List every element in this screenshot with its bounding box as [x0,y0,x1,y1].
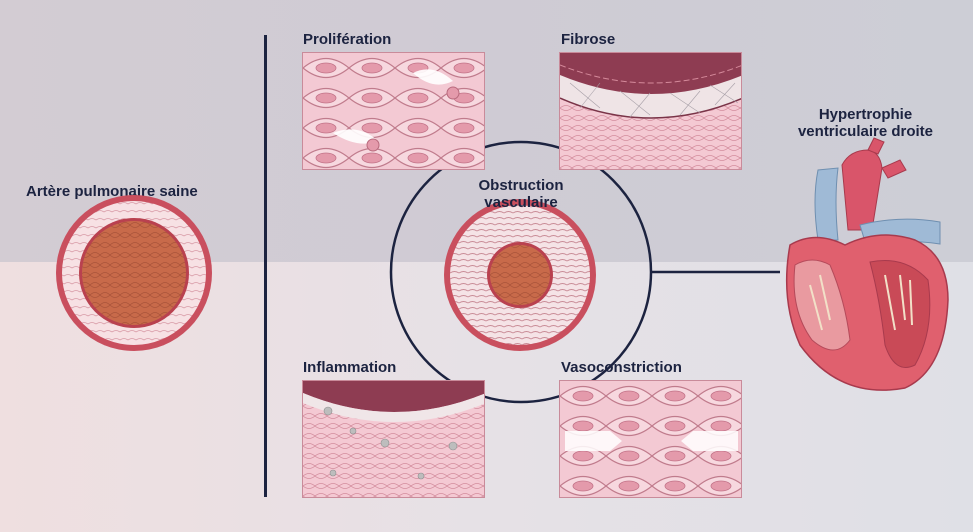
vasoconstriction-panel [559,380,742,498]
hypertrophy-label-line2: ventriculaire droite [797,123,934,140]
proliferation-cells [303,53,484,169]
vasoconstriction-label: Vasoconstriction [561,359,682,376]
arrow-right-icon [565,431,622,451]
hypertrophy-label: Hypertrophie ventriculaire droite [768,106,963,140]
proliferation-label: Prolifération [303,31,392,48]
obstruction-label-line1: Obstruction [478,177,564,194]
fibrosis-label: Fibrose [561,31,616,48]
inflammation-panel [302,380,485,498]
inflammation-tissue [303,381,484,497]
obstruction-label: Obstruction vasculaire [455,177,587,211]
vasoconstriction-cells [560,381,741,497]
arrow-left-icon [681,431,738,451]
fibrosis-panel [559,52,742,170]
healthy-artery-label: Artère pulmonaire saine [26,183,198,200]
hypertrophy-label-line1: Hypertrophie [818,106,913,123]
obstruction-label-line2: vasculaire [484,194,558,211]
inflammation-label: Inflammation [303,359,397,376]
proliferation-panel [302,52,485,170]
fibrosis-tissue [560,53,741,169]
divider-line [264,35,267,497]
